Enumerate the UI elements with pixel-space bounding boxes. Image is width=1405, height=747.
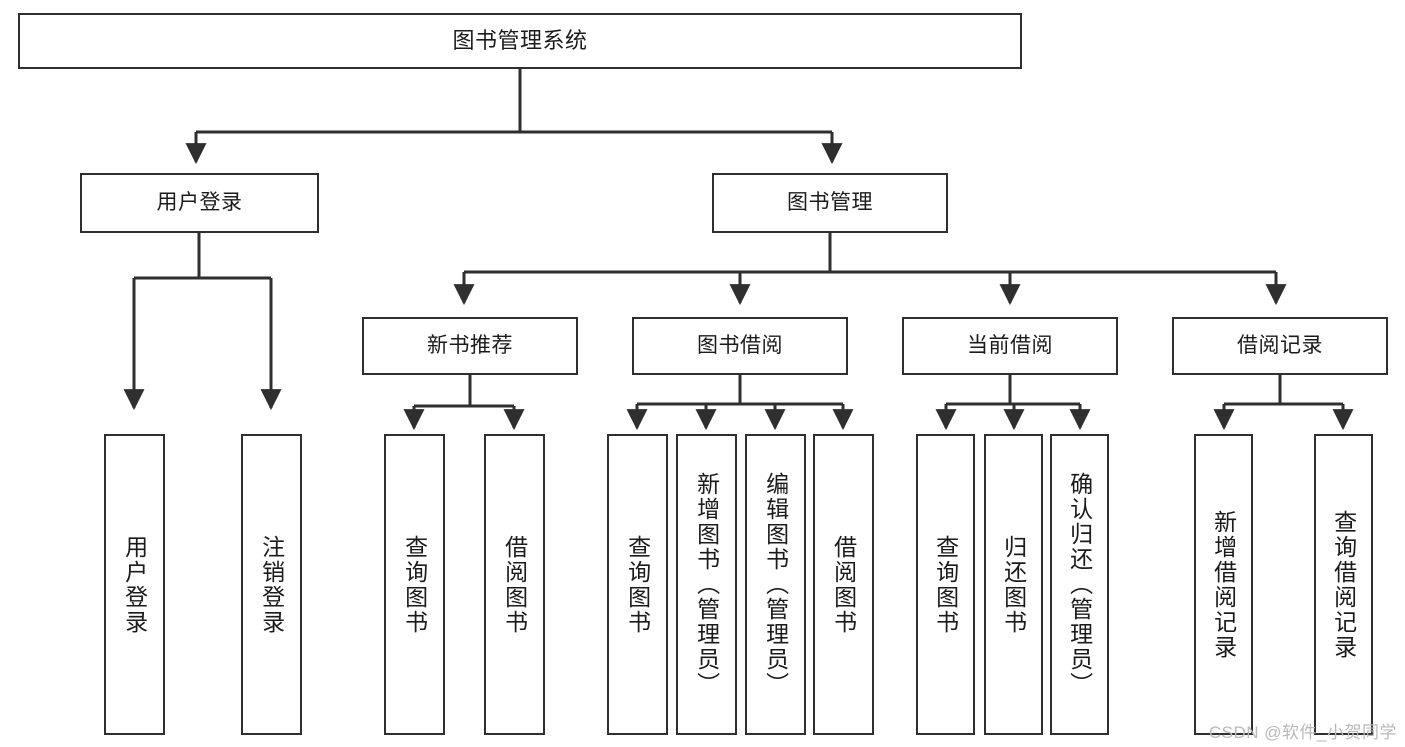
node-leaf-query-book-current[interactable]: 查询图书 [916,434,975,735]
node-label: 查询借阅记录 [1330,509,1357,660]
node-label: 查询图书 [401,534,428,635]
node-current-borrow[interactable]: 当前借阅 [902,317,1118,375]
node-leaf-add-book-admin[interactable]: 新增图书（管理员） [676,434,737,735]
node-leaf-borrow-book-newbook[interactable]: 借阅图书 [484,434,545,735]
node-label: 用户登录 [156,190,243,214]
node-label: 借阅图书 [830,534,857,635]
node-label: 查询图书 [932,534,959,635]
node-leaf-confirm-return-admin[interactable]: 确认归还（管理员） [1050,434,1109,735]
node-root-system[interactable]: 图书管理系统 [18,13,1022,69]
node-label: 新增借阅记录 [1210,509,1237,660]
node-label: 借阅记录 [1237,333,1323,357]
node-label: 确认归还（管理员） [1066,472,1093,697]
node-leaf-edit-book-admin[interactable]: 编辑图书（管理员） [745,434,806,735]
node-leaf-query-book-borrow[interactable]: 查询图书 [607,434,668,735]
node-leaf-borrow-book[interactable]: 借阅图书 [813,434,874,735]
node-borrow-record[interactable]: 借阅记录 [1172,317,1388,375]
node-label: 注销登录 [258,534,285,635]
node-leaf-return-book[interactable]: 归还图书 [984,434,1043,735]
node-label: 借阅图书 [501,534,528,635]
node-label: 用户登录 [121,534,148,635]
node-new-book-recommend[interactable]: 新书推荐 [362,317,578,375]
node-leaf-add-borrow-record[interactable]: 新增借阅记录 [1194,434,1253,735]
node-label: 图书管理系统 [452,28,588,54]
node-leaf-query-borrow-record[interactable]: 查询借阅记录 [1314,434,1373,735]
node-book-borrow[interactable]: 图书借阅 [632,317,848,375]
node-label: 编辑图书（管理员） [762,472,789,697]
node-label: 图书借阅 [697,333,783,357]
node-label: 图书管理 [787,190,873,214]
node-label: 新书推荐 [427,333,513,357]
node-label: 查询图书 [624,534,651,635]
node-label: 归还图书 [1000,534,1027,635]
node-user-login[interactable]: 用户登录 [80,173,319,233]
node-leaf-user-login[interactable]: 用户登录 [104,434,165,735]
node-label: 新增图书（管理员） [693,472,720,697]
node-leaf-logout[interactable]: 注销登录 [241,434,302,735]
node-leaf-query-book-newbook[interactable]: 查询图书 [384,434,445,735]
node-label: 当前借阅 [967,333,1053,357]
watermark-text: CSDN @软件_小贺同学 [1208,723,1397,742]
node-book-management[interactable]: 图书管理 [712,173,948,233]
